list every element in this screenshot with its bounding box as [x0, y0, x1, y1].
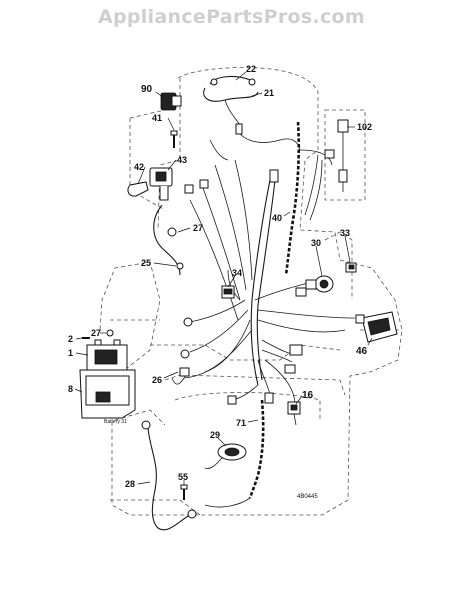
- callout-90: 90: [141, 84, 153, 95]
- callout-27-lower: 27: [91, 328, 101, 338]
- part-90-solenoid: [160, 92, 182, 111]
- part-16-connector: [287, 401, 301, 426]
- callout-21: 21: [264, 88, 274, 98]
- callout-2: 2: [68, 334, 73, 344]
- battery-assembly: [79, 329, 136, 419]
- battery-cable-28: [141, 420, 197, 531]
- part-42-connector: [127, 181, 149, 197]
- leader-lines: [74, 71, 373, 485]
- callout-26: 26: [152, 375, 162, 385]
- part-43-ignition: [149, 167, 173, 201]
- diagram-id: 4B0445: [297, 494, 318, 500]
- callout-34: 34: [232, 268, 242, 278]
- callout-27-upper: 27: [193, 223, 203, 233]
- ground-cable-26: [171, 367, 190, 385]
- top-cable-assembly: [203, 75, 301, 151]
- part-102-connector: [337, 119, 349, 192]
- callout-41: 41: [152, 113, 162, 123]
- callout-40: 40: [272, 213, 282, 223]
- callout-30: 30: [311, 238, 321, 248]
- callout-33: 33: [340, 228, 350, 238]
- left-ground-wire: [153, 204, 184, 276]
- callout-102: 102: [357, 122, 372, 132]
- callout-42: 42: [134, 162, 144, 172]
- part-29-pto-switch: [204, 443, 247, 469]
- part-46-module: [361, 311, 398, 343]
- callout-22: 22: [246, 64, 256, 74]
- callout-29: 29: [210, 430, 220, 440]
- callout-28: 28: [125, 479, 135, 489]
- battery-note: Battery 31: [104, 419, 127, 425]
- callout-46: 46: [356, 346, 368, 357]
- harness-connectors: [180, 169, 365, 405]
- right-harness-branch: [299, 149, 335, 221]
- part-41-bolt: [170, 130, 178, 148]
- callout-25: 25: [141, 258, 151, 268]
- harness-coil-lower: [204, 399, 265, 508]
- chassis-outline: [99, 67, 403, 516]
- callout-8: 8: [68, 384, 73, 394]
- part-55-bolt: [180, 484, 188, 500]
- callout-1: 1: [68, 348, 73, 358]
- watermark: AppliancePartsPros.com: [97, 6, 365, 28]
- callout-16: 16: [302, 390, 314, 401]
- callout-43: 43: [177, 155, 187, 165]
- harness-coil-upper: [284, 121, 301, 276]
- callout-labels: 90 22 21 102 41 43 42 40 27 33 30 25 34 …: [68, 64, 372, 489]
- callout-71: 71: [236, 418, 246, 428]
- callout-55: 55: [178, 472, 188, 482]
- part-33-clip: [345, 262, 357, 273]
- part-30-key-switch: [305, 275, 334, 293]
- part-34-relay: [221, 285, 235, 299]
